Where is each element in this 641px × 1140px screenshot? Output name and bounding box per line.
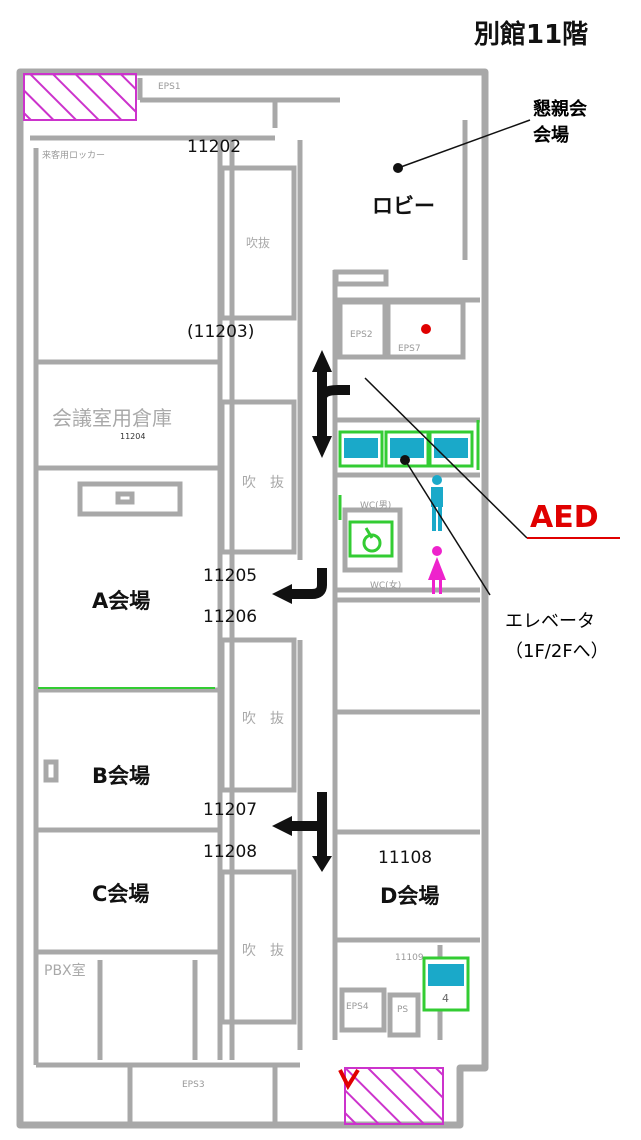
hatched-area-bottom	[344, 1067, 444, 1125]
room-11109: 11109	[395, 953, 424, 963]
eps1-label: EPS1	[158, 82, 181, 92]
elevator-label: エレベータ （1F/2Fへ）	[505, 607, 609, 667]
arrow-a-hall	[272, 568, 327, 604]
storage-label: 会議室用倉庫	[52, 406, 172, 430]
konshinkai-line2: 会場	[533, 125, 569, 146]
b-hall-label: B会場	[92, 764, 151, 788]
a-hall-label: A会場	[92, 589, 151, 613]
void-label-4: 吹 抜	[242, 943, 284, 959]
eps4-label: EPS4	[346, 1002, 369, 1012]
aed-label: AED	[530, 500, 599, 535]
c-hall-label: C会場	[92, 882, 150, 906]
elevator-line2: （1F/2Fへ）	[505, 641, 609, 662]
elevator-line1: エレベータ	[505, 611, 595, 632]
wc-female-label: WC(女)	[370, 581, 402, 591]
hatched-area-top	[23, 73, 137, 121]
page-title: 別館11階	[474, 20, 589, 50]
elevator-4-label: 4	[442, 992, 449, 1005]
female-icon	[428, 546, 446, 594]
pointer-konshinkai	[397, 119, 531, 169]
konshinkai-label: 懇親会 会場	[533, 97, 587, 149]
void-label-3: 吹 抜	[242, 711, 284, 727]
pbx-room-label: PBX室	[44, 963, 86, 979]
room-11208: 11208	[203, 842, 258, 862]
void-label-2: 吹 抜	[242, 475, 284, 491]
ps-label: PS	[397, 1005, 409, 1015]
void-label-1: 吹抜	[246, 236, 271, 250]
lobby-label: ロビー	[372, 194, 435, 218]
male-icon	[431, 475, 443, 531]
outer-wall	[16, 68, 489, 1129]
room-11202: 11202	[187, 137, 242, 157]
eps2-label: EPS2	[350, 330, 373, 340]
pointer-elevator	[404, 459, 491, 596]
wc-male-label: WC(男)	[360, 501, 392, 511]
storage-number: 11204	[120, 432, 146, 441]
room-11203: (11203)	[187, 322, 255, 342]
wheelchair-icon	[348, 520, 394, 558]
room-11205: 11205	[203, 566, 258, 586]
room-11108: 11108	[378, 848, 433, 868]
room-11207: 11207	[203, 800, 258, 820]
locker-label: 来客用ロッカー	[42, 151, 106, 161]
d-hall-label: D会場	[380, 884, 440, 908]
pointer-aed	[364, 377, 528, 539]
room-11206: 11206	[203, 607, 258, 627]
arrow-b-c-hall	[272, 792, 332, 872]
eps7-label: EPS7	[398, 344, 421, 354]
eps3-label: EPS3	[182, 1080, 205, 1090]
arrow-lobby	[312, 350, 350, 458]
konshinkai-line1: 懇親会	[533, 99, 587, 120]
